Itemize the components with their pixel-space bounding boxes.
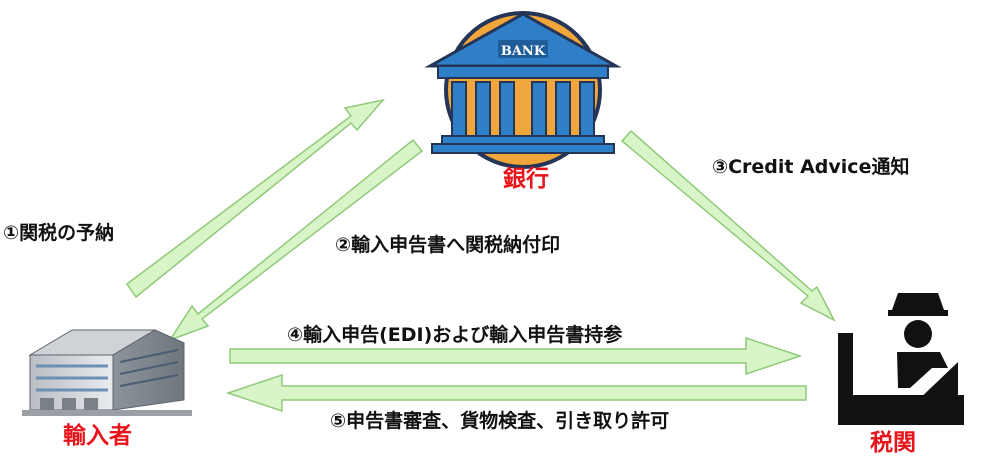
- bank-sign: BANK: [501, 44, 546, 59]
- step-5-label: ⑤申告書審査、貨物検査、引き取り許可: [330, 410, 670, 432]
- bank-building-icon: BANK: [424, 11, 622, 169]
- customs-name: 税関: [870, 430, 916, 456]
- bank-name: 銀行: [503, 166, 549, 192]
- arrow-step-3: [620, 129, 836, 322]
- arrow-step-2: [168, 138, 424, 342]
- warehouse-icon: [22, 329, 192, 416]
- step-1-label: ①関税の予納: [3, 222, 115, 244]
- step-2-label: ②輸入申告書へ関税納付印: [335, 234, 561, 256]
- arrow-step-5: [225, 373, 807, 413]
- importer-name: 輸入者: [63, 423, 132, 449]
- customs-officer-icon: [838, 293, 964, 425]
- arrow-step-4: [229, 336, 803, 376]
- step-3-label: ③Credit Advice通知: [712, 156, 910, 178]
- step-4-label: ④輸入申告(EDI)および輸入申告書持参: [287, 324, 623, 346]
- arrow-step-1: [125, 98, 386, 299]
